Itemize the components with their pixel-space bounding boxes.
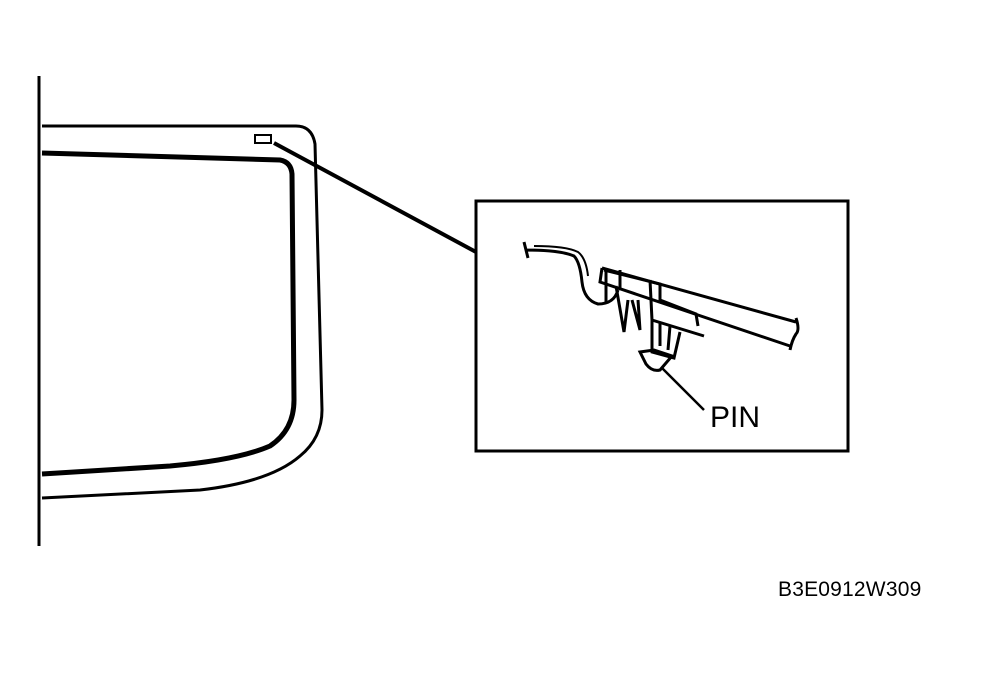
pin-leader-line — [661, 367, 705, 411]
body-panel-flange-inner — [533, 245, 589, 277]
window-molding-outer — [41, 124, 324, 500]
pin-tip — [637, 348, 675, 372]
detail-leader-line — [273, 141, 477, 254]
pin-shank — [650, 320, 682, 360]
detail-box — [474, 199, 850, 453]
clip-location-marker — [254, 134, 272, 144]
pin-label: PIN — [710, 401, 760, 434]
reference-code: B3E0912W309 — [778, 578, 922, 601]
window-glass-edge — [41, 150, 297, 477]
clip-top-plate — [603, 268, 700, 327]
clip-body — [604, 270, 705, 338]
